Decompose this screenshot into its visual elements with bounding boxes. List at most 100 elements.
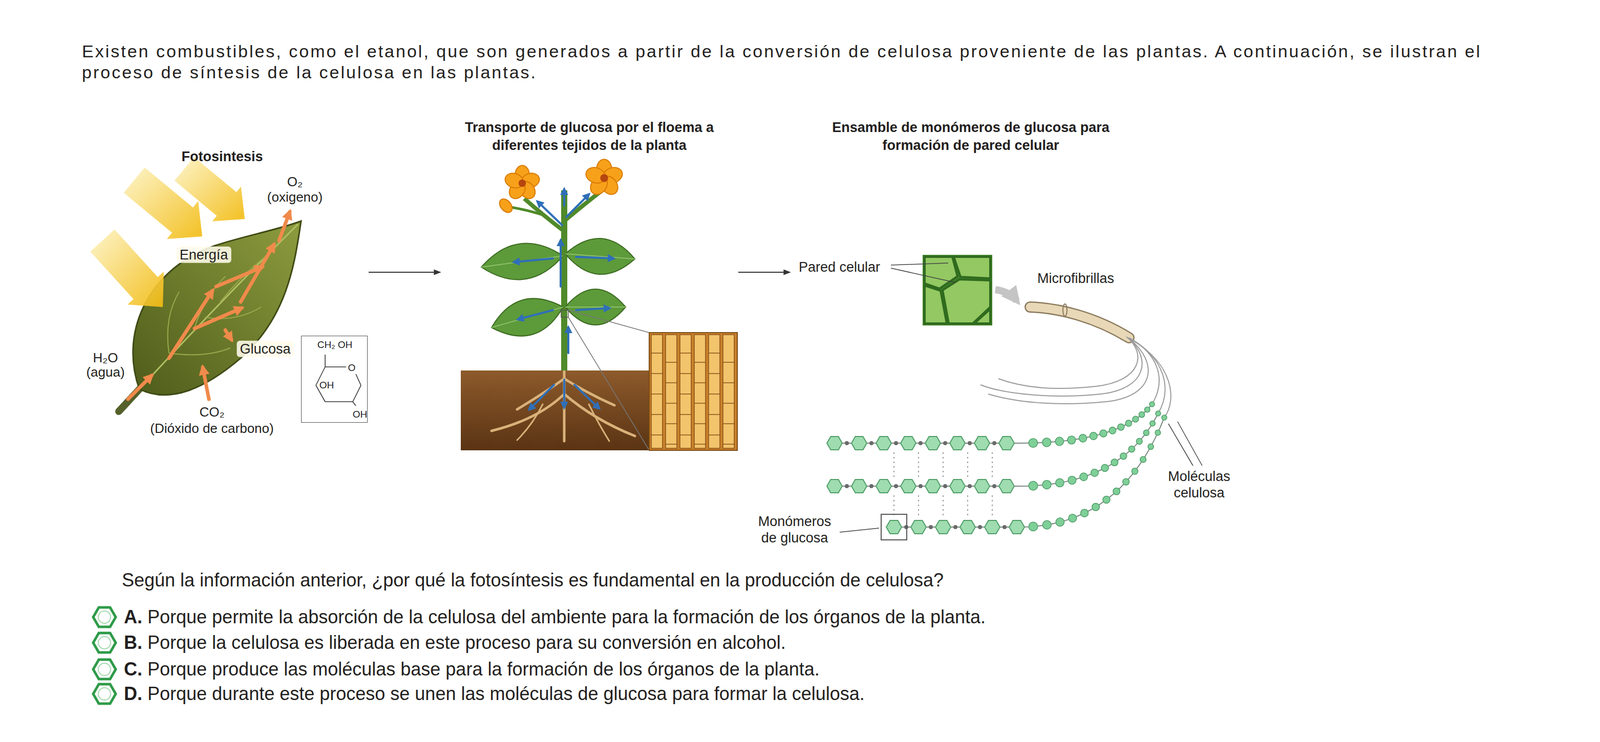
glucose-structure-box: CH₂ OHOOHOH — [301, 335, 368, 423]
glycosidic-link — [928, 525, 933, 530]
phloem-flow-arrow — [574, 385, 600, 409]
glucose-monomer — [900, 479, 916, 494]
glucose-monomer — [925, 436, 941, 451]
glucose-monomer — [876, 479, 892, 494]
plant-cell — [974, 309, 991, 324]
sieve-plate — [665, 382, 677, 384]
question-text: Según la información anterior, ¿por qué … — [121, 569, 944, 592]
part-label: Monómeros de glucosa — [753, 513, 836, 547]
glucose-bead — [1102, 496, 1111, 504]
glucose-bead — [1147, 443, 1154, 450]
option-text: Porque durante este proceso se unen las … — [147, 683, 865, 706]
glucose-bead — [1099, 430, 1107, 438]
microfibril-ring — [1062, 304, 1068, 317]
glucose-bead — [1055, 437, 1064, 446]
flow-arrow — [738, 271, 791, 273]
flower-center — [600, 174, 608, 182]
plant-leaf — [565, 238, 635, 275]
glucose-bead — [1042, 438, 1052, 447]
leaf-midrib — [491, 307, 564, 328]
glucose-bead — [1117, 423, 1125, 431]
phloem-flow-arrow — [563, 379, 566, 408]
glucose-bead — [1125, 420, 1132, 427]
option-text: Porque permite la absorción de la celulo… — [147, 606, 986, 629]
phloem-vessel — [665, 334, 677, 449]
cell-image — [922, 254, 993, 326]
leader-line — [1177, 421, 1203, 466]
phloem-flow-arrow — [518, 310, 553, 320]
zoom-line — [568, 310, 650, 333]
glucose-bead — [1042, 480, 1052, 490]
glucose-monomer — [1009, 520, 1025, 535]
leader-line — [890, 268, 956, 283]
sieve-plate — [722, 443, 735, 445]
sieve-plate — [722, 423, 735, 425]
option-marker-inner — [98, 663, 111, 676]
glucose-monomer — [925, 479, 941, 494]
sieve-plate — [651, 373, 663, 375]
chain-curve — [1018, 404, 1152, 444]
process-panel: Ensamble de monómeros de glucosa para fo… — [791, 116, 1151, 559]
monomer-box — [881, 514, 907, 541]
phloem-vessel — [708, 334, 720, 449]
sieve-plate — [722, 382, 735, 384]
glycosidic-link — [893, 484, 899, 489]
hydrogen-bond — [918, 495, 920, 519]
glycosidic-link — [869, 484, 874, 489]
glucose-monomer — [998, 479, 1015, 494]
phloem-vessel — [651, 334, 663, 449]
option-letter: C. — [123, 658, 143, 681]
ring-bond — [352, 401, 356, 407]
ring-bond — [355, 374, 361, 386]
chemical-group: CH₂ OH — [306, 339, 364, 351]
option-text: Porque produce las moléculas base para l… — [147, 658, 820, 681]
flow-arrow — [279, 211, 290, 241]
option-marker-inner — [98, 636, 111, 650]
part-label: Pared celular — [798, 259, 881, 276]
flow-arrow — [128, 375, 152, 400]
glucose-monomer — [910, 520, 927, 535]
glucose-bead — [1079, 473, 1088, 481]
option-marker — [93, 684, 116, 704]
flow-arrow — [368, 271, 441, 273]
glycosidic-link — [967, 484, 972, 489]
glucose-bead — [1111, 459, 1118, 466]
glycosidic-link — [967, 441, 972, 446]
phloem-flow-arrow — [514, 258, 553, 263]
part-label: Glucosa — [236, 340, 294, 358]
root — [491, 394, 565, 432]
sieve-plate — [679, 414, 692, 416]
glycosidic-link — [918, 441, 923, 446]
glucose-monomer — [886, 520, 902, 535]
option-text: Porque la celulosa es liberada en este p… — [147, 631, 786, 654]
option-marker — [93, 607, 116, 628]
glucose-bead — [1028, 438, 1038, 448]
vascular-tissue — [649, 332, 738, 451]
glucose-monomer — [851, 436, 867, 451]
hydrogen-bond — [991, 452, 993, 478]
panel-heading: Transporte de glucosa por el floema a di… — [452, 116, 727, 155]
phloem-flow-arrow — [559, 240, 562, 287]
option-letter: B. — [123, 631, 143, 654]
ring-bond — [352, 385, 361, 402]
plant-cell — [942, 279, 991, 324]
hydrogen-bond — [991, 495, 993, 519]
panel-heading: Fotosintesis — [119, 145, 325, 166]
formula-name: (agua) — [86, 364, 125, 381]
leaf-midrib — [565, 306, 626, 308]
plant-leaf — [491, 298, 564, 336]
glycosidic-link — [844, 441, 849, 446]
glucose-bead — [1092, 503, 1100, 511]
hydrogen-bond — [893, 452, 895, 478]
chain-curve — [1018, 413, 1159, 487]
microfibril — [1030, 307, 1129, 338]
flow-arrow — [194, 308, 242, 329]
sieve-plate — [665, 443, 677, 445]
glucose-bead — [1113, 487, 1120, 495]
plant-leaf — [481, 243, 564, 280]
glucose-bead — [1078, 434, 1087, 443]
phloem-flow-arrow — [567, 327, 570, 354]
glucose-bead — [1068, 476, 1077, 485]
